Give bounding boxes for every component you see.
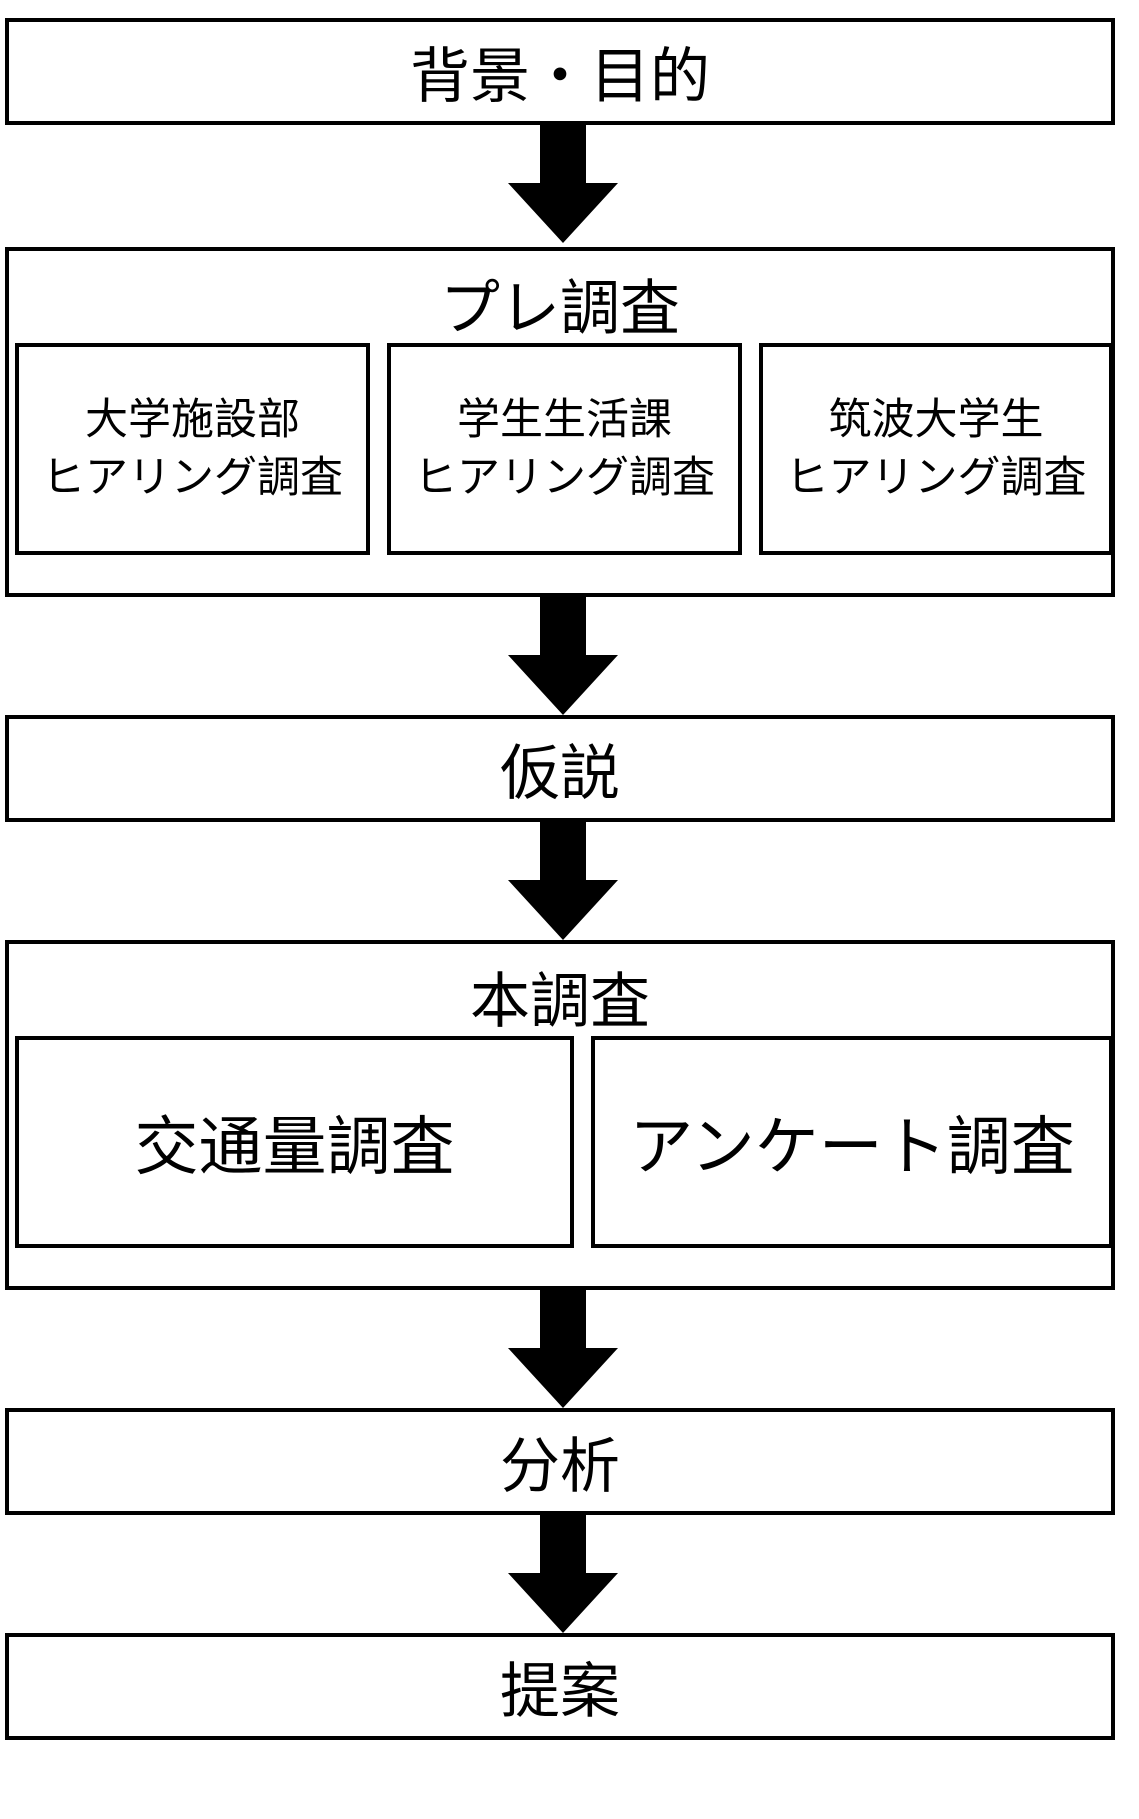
stage-analysis: 分析 (5, 1408, 1115, 1515)
stage-background-purpose-label: 背景・目的 (410, 42, 710, 112)
pre-survey-item-student-life-line1: 学生生活課 (457, 395, 672, 445)
down-arrow-icon (508, 1290, 618, 1408)
pre-survey-item-facilities-line2: ヒアリング調査 (42, 453, 343, 503)
pre-survey-title: プレ調査 (440, 274, 680, 344)
main-survey-title: 本調査 (470, 967, 650, 1037)
pre-survey-item-students: 筑波大学生 ヒアリング調査 (759, 343, 1113, 555)
main-survey-item-traffic: 交通量調査 (15, 1036, 574, 1248)
stage-proposal: 提案 (5, 1633, 1115, 1740)
stage-hypothesis-label: 仮説 (500, 739, 620, 809)
stage-main-survey: 本調査 交通量調査 アンケート調査 (5, 940, 1115, 1290)
pre-survey-item-student-life: 学生生活課 ヒアリング調査 (387, 343, 742, 555)
stage-proposal-label: 提案 (500, 1657, 620, 1727)
main-survey-item-traffic-label: 交通量調査 (134, 1111, 455, 1185)
down-arrow-icon (508, 125, 618, 243)
stage-pre-survey: プレ調査 大学施設部 ヒアリング調査 学生生活課 ヒアリング調査 筑波大学生 ヒ… (5, 247, 1115, 597)
pre-survey-item-facilities: 大学施設部 ヒアリング調査 (15, 343, 370, 555)
stage-hypothesis: 仮説 (5, 715, 1115, 822)
pre-survey-item-facilities-line1: 大学施設部 (85, 395, 300, 445)
main-survey-item-questionnaire-label: アンケート調査 (629, 1111, 1075, 1185)
down-arrow-icon (508, 1515, 618, 1633)
down-arrow-icon (508, 822, 618, 940)
pre-survey-item-student-life-line2: ヒアリング調査 (414, 453, 715, 503)
down-arrow-icon (508, 597, 618, 715)
pre-survey-item-students-line2: ヒアリング調査 (785, 453, 1087, 503)
stage-analysis-label: 分析 (500, 1432, 620, 1502)
main-survey-item-questionnaire: アンケート調査 (591, 1036, 1113, 1248)
pre-survey-item-students-line1: 筑波大学生 (828, 395, 1044, 445)
stage-background-purpose: 背景・目的 (5, 18, 1115, 125)
